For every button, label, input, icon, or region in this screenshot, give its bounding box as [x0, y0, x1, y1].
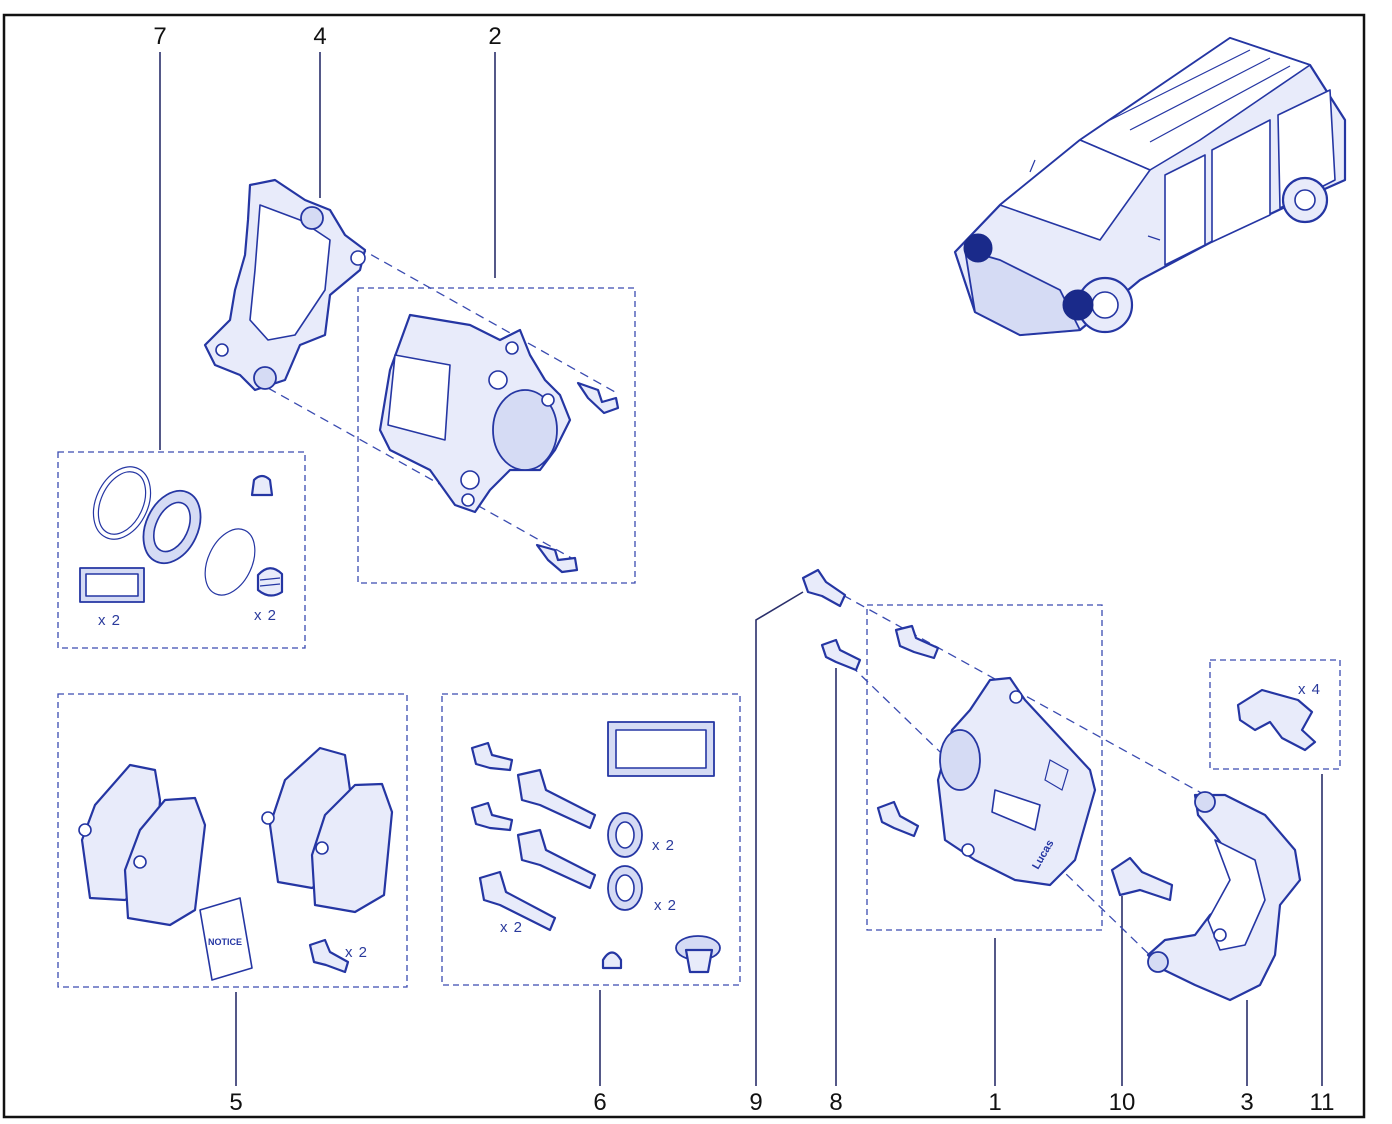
leader-9: [755, 591, 804, 1086]
callout-4: 4: [313, 23, 326, 50]
brake-location-marker: [963, 233, 993, 263]
qty-label: x 2: [654, 897, 677, 914]
assembly-line: [267, 387, 576, 561]
bolt-9: [801, 568, 847, 608]
kit-box-5: [57, 693, 408, 988]
callout-7: 7: [153, 23, 166, 50]
caliper-carrier-bottom: [1146, 791, 1302, 1002]
qty-label: x 2: [500, 919, 523, 936]
kit-box-2: [357, 287, 636, 584]
kit-box-11: [1209, 659, 1341, 770]
guide-pin-kit: x 2 x 2 x 2: [470, 721, 721, 974]
qty-label: x 2: [98, 612, 121, 629]
callout-9: 9: [749, 1089, 762, 1116]
caliper-assembly-top: [378, 313, 620, 574]
spring-clip: x 4: [1236, 681, 1321, 752]
callout-8: 8: [829, 1089, 842, 1116]
kit-box-7: [57, 451, 306, 649]
qty-label: x 2: [345, 944, 368, 961]
callout-5: 5: [229, 1089, 242, 1116]
brake-location-marker: [1062, 289, 1094, 321]
assembly-line: [344, 239, 616, 393]
qty-label: x 4: [1298, 681, 1321, 698]
caliper-assembly-bottom: Lucas: [876, 624, 1097, 887]
callout-10: 10: [1109, 1089, 1136, 1116]
callout-6: 6: [593, 1089, 606, 1116]
seal-kit: x 2 x 2: [79, 466, 284, 629]
callout-2: 2: [488, 23, 501, 50]
bolt-8: [820, 638, 862, 672]
callout-11: 11: [1310, 1089, 1335, 1116]
notice-label: NOTICE: [208, 937, 242, 947]
callout-3: 3: [1240, 1089, 1253, 1116]
kit-box-6: [441, 693, 741, 986]
qty-label: x 2: [254, 607, 277, 624]
qty-label: x 2: [652, 837, 675, 854]
bolt-10: [1110, 856, 1174, 902]
diagram-frame: [2, 13, 1366, 1119]
vehicle-illustration: [953, 36, 1347, 337]
brake-pad-set: NOTICE x 2: [78, 746, 394, 981]
callout-1: 1: [988, 1089, 1001, 1116]
caliper-carrier-top: [203, 178, 367, 392]
